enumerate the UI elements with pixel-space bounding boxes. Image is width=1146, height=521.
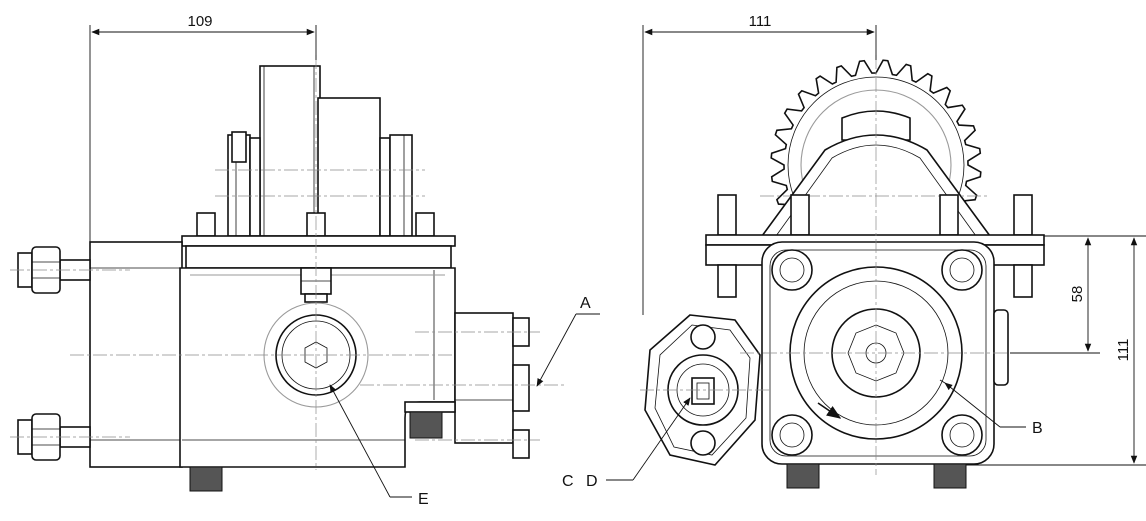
left-top-studs bbox=[196, 212, 435, 237]
right-gear-bracket bbox=[760, 134, 992, 237]
dimension-label-109: 109 bbox=[187, 13, 212, 30]
right-view bbox=[640, 55, 1045, 489]
dimension-right-width: 111 bbox=[642, 13, 877, 315]
dimension-right-height: 111 bbox=[966, 237, 1146, 466]
left-side-plug bbox=[409, 411, 443, 439]
right-central-bore bbox=[789, 266, 963, 440]
callout-label-C: C bbox=[562, 473, 574, 490]
right-bottom-plug-2 bbox=[933, 463, 967, 489]
right-corner-bolts bbox=[771, 249, 983, 456]
dimension-label-58: 58 bbox=[1069, 286, 1086, 303]
left-bottom-plug bbox=[189, 466, 223, 492]
callout-E: E bbox=[329, 384, 429, 508]
right-side-pump bbox=[640, 314, 770, 466]
left-studs-nuts bbox=[10, 246, 130, 461]
callout-label-D: D bbox=[586, 473, 598, 490]
callout-CD: C D bbox=[562, 397, 691, 490]
callout-A: A bbox=[536, 295, 600, 387]
dimension-right-58: 58 bbox=[1010, 235, 1146, 354]
dimension-left-width: 109 bbox=[89, 13, 317, 242]
left-flange-plate bbox=[181, 235, 456, 247]
callout-label-E: E bbox=[418, 491, 429, 508]
callout-B: B bbox=[817, 379, 1043, 437]
left-gear-housing bbox=[215, 65, 425, 237]
callout-label-B: B bbox=[1032, 420, 1043, 437]
callout-label-A: A bbox=[580, 295, 591, 312]
left-right-block bbox=[360, 312, 565, 459]
right-bottom-plug-1 bbox=[786, 463, 820, 489]
right-top-studs bbox=[717, 194, 1033, 236]
left-side-flange bbox=[89, 241, 183, 468]
dimension-label-111-top: 111 bbox=[749, 13, 772, 30]
left-view bbox=[10, 55, 565, 492]
dimension-label-111-side: 111 bbox=[1115, 339, 1132, 362]
right-lower-studs bbox=[717, 264, 1033, 298]
